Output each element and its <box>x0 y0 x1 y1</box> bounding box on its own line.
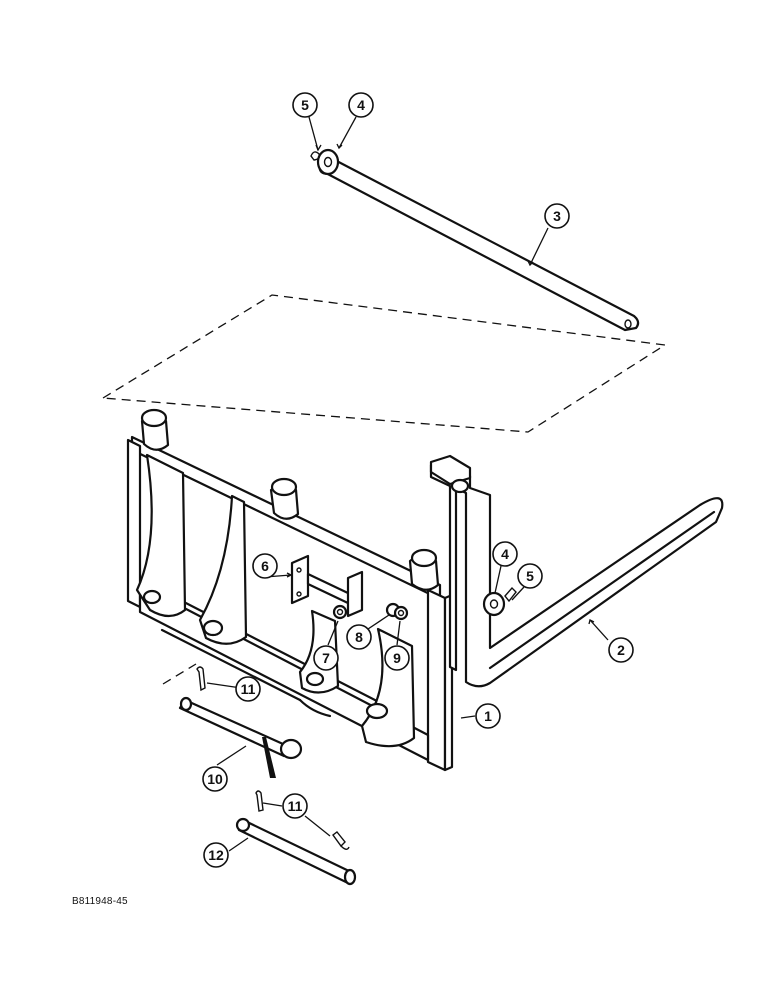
callout-1: 1 <box>475 703 501 729</box>
svg-text:6: 6 <box>261 558 269 574</box>
svg-text:9: 9 <box>393 650 401 666</box>
svg-text:8: 8 <box>355 629 363 645</box>
callout-5-fork: 5 <box>517 563 543 589</box>
svg-text:12: 12 <box>208 847 224 863</box>
bolt-7 <box>332 604 348 620</box>
drawing-code: B811948-45 <box>72 896 128 907</box>
bracket <box>290 554 364 618</box>
cotter-pin-right <box>332 831 350 850</box>
callout-2: 2 <box>608 637 634 663</box>
svg-text:2: 2 <box>617 642 625 658</box>
callout-3: 3 <box>544 203 570 229</box>
cotter-pin-upper <box>196 666 206 692</box>
callout-12: 12 <box>203 842 229 868</box>
svg-text:4: 4 <box>357 97 365 113</box>
callout-4-top: 4 <box>348 92 374 118</box>
leader-lines <box>206 116 609 852</box>
svg-text:1: 1 <box>484 708 492 724</box>
callout-8: 8 <box>346 624 372 650</box>
callout-4-fork: 4 <box>492 541 518 567</box>
callout-6: 6 <box>252 553 278 579</box>
svg-text:5: 5 <box>301 97 309 113</box>
pin-12 <box>235 817 357 886</box>
nut-9 <box>393 605 409 621</box>
assembly-arrow <box>262 737 276 778</box>
svg-text:7: 7 <box>322 650 330 666</box>
callout-5-top: 5 <box>292 92 318 118</box>
pin-fork <box>504 586 517 603</box>
callout-11-upper: 11 <box>235 676 261 702</box>
pin-top <box>310 151 321 161</box>
svg-text:3: 3 <box>553 208 561 224</box>
callout-11-lower: 11 <box>282 793 308 819</box>
cotter-pin-lower <box>255 790 264 812</box>
fork <box>429 454 724 688</box>
svg-text:11: 11 <box>241 681 256 697</box>
svg-text:4: 4 <box>501 546 509 562</box>
dashed-carriage-outline <box>100 294 667 433</box>
callout-9: 9 <box>384 645 410 671</box>
callout-10: 10 <box>202 766 228 792</box>
frame <box>126 408 454 772</box>
fork-rod <box>318 155 640 332</box>
washer-top <box>316 148 340 176</box>
svg-text:5: 5 <box>526 568 534 584</box>
dashed-pin-line <box>162 663 197 685</box>
pin-10 <box>178 696 303 760</box>
svg-text:10: 10 <box>207 771 223 787</box>
svg-text:11: 11 <box>288 798 303 814</box>
callout-7: 7 <box>313 645 339 671</box>
washer-fork <box>482 591 506 617</box>
